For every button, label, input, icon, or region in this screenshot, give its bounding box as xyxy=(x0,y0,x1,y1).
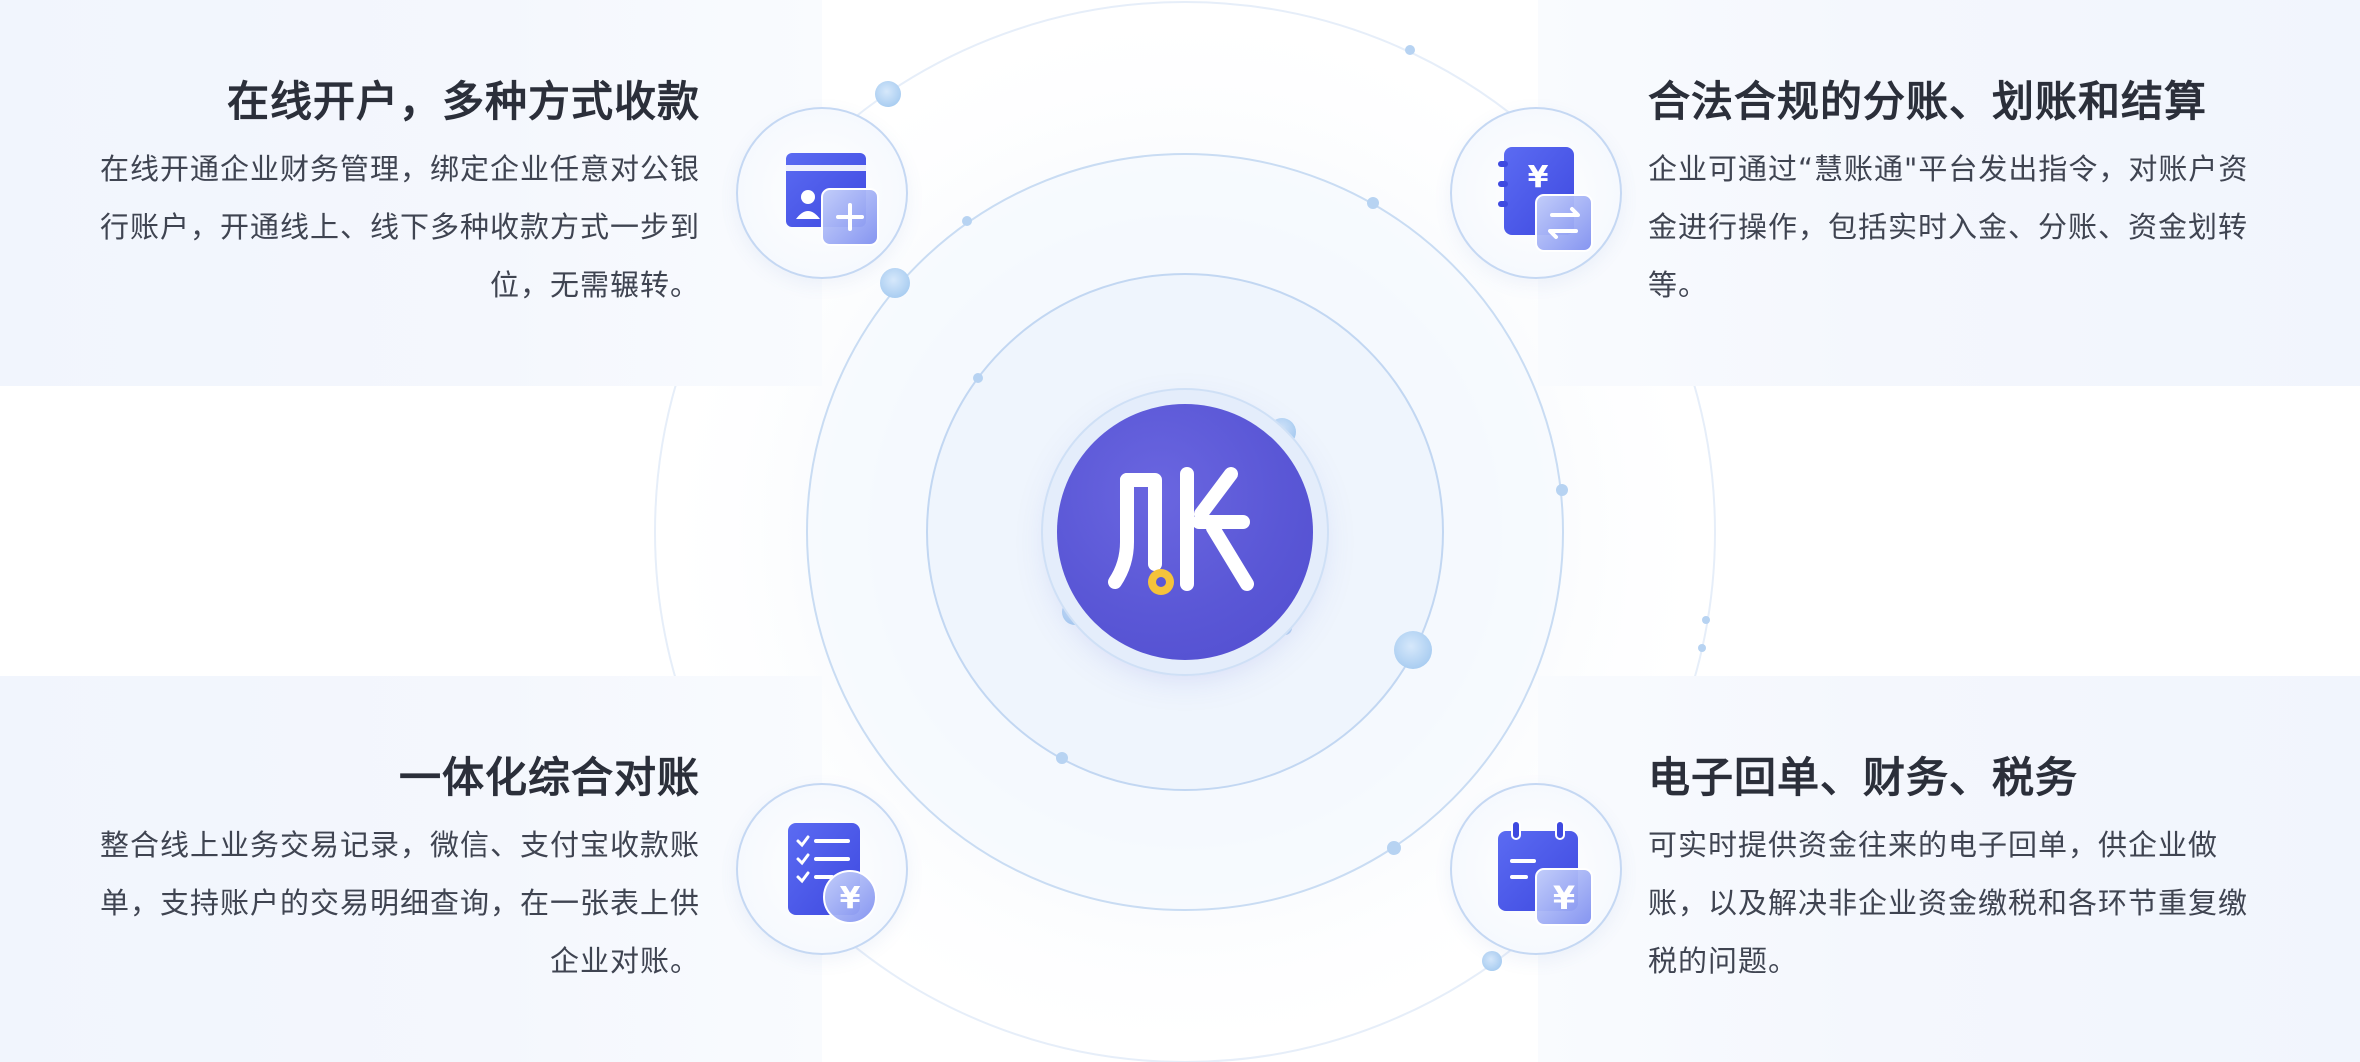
feature-card-e-receipt-tax: 电子回单、财务、税务 可实时提供资金往来的电子回单，供企业做账，以及解决非企业资… xyxy=(1538,676,2360,1062)
orbit-dot xyxy=(1367,197,1379,209)
orbit-dot xyxy=(1702,616,1710,624)
logo-mark xyxy=(1108,467,1254,595)
orbit-dot xyxy=(1556,484,1568,496)
ledger-transfer-icon: ¥ xyxy=(1450,107,1622,279)
feature-description: 在线开通企业财务管理，绑定企业任意对公银行账户，开通线上、线下多种收款方式一步到… xyxy=(99,152,700,302)
feature-title: 合法合规的分账、划账和结算 xyxy=(1648,77,2208,126)
orbit-dot xyxy=(875,81,901,107)
orbit-dot xyxy=(1405,45,1415,55)
svg-text:¥: ¥ xyxy=(1553,879,1575,917)
ledger-logo-icon xyxy=(1057,404,1313,660)
orbit-dot xyxy=(1698,644,1706,652)
feature-card-split-settlement: 合法合规的分账、划账和结算 企业可通过“慧账通"平台发出指令，对账户资金进行操作… xyxy=(1538,0,2360,386)
feature-description: 企业可通过“慧账通"平台发出指令，对账户资金进行操作，包括实时入金、分账、资金划… xyxy=(1648,152,2249,302)
feature-title: 一体化综合对账 xyxy=(398,753,700,802)
checklist-yuan-icon: ¥ xyxy=(736,783,908,955)
feature-title: 在线开户，多种方式收款 xyxy=(226,77,700,126)
orbit-dot xyxy=(973,373,983,383)
feature-card-online-account: 在线开户，多种方式收款 在线开通企业财务管理，绑定企业任意对公银行账户，开通线上… xyxy=(0,0,822,386)
calendar-yuan-icon: ¥ xyxy=(1450,783,1622,955)
feature-description: 可实时提供资金往来的电子回单，供企业做账，以及解决非企业资金缴税和各环节重复缴税… xyxy=(1648,828,2249,978)
account-card-plus-icon xyxy=(736,107,908,279)
feature-card-reconciliation: 一体化综合对账 整合线上业务交易记录，微信、支付宝收款账单，支持账户的交易明细查… xyxy=(0,676,822,1062)
orbit-dot xyxy=(1387,841,1401,855)
orbit-dot xyxy=(1394,631,1432,669)
orbit-dot xyxy=(1056,752,1068,764)
svg-text:¥: ¥ xyxy=(1528,160,1549,195)
feature-title: 电子回单、财务、税务 xyxy=(1648,753,2079,802)
orbit-dot xyxy=(962,216,972,226)
feature-description: 整合线上业务交易记录，微信、支付宝收款账单，支持账户的交易明细查询，在一张表上供… xyxy=(99,828,700,978)
svg-text:¥: ¥ xyxy=(840,881,861,916)
